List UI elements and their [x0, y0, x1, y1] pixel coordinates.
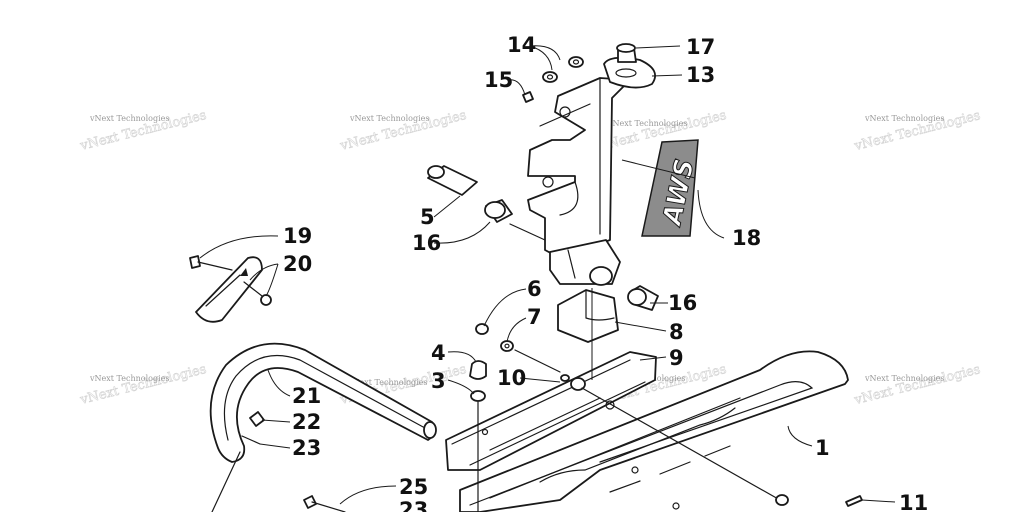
washers-top [522, 56, 591, 127]
callout-10: 10 [497, 366, 526, 390]
watermark-8: vNext Technologies vNext Technologies [852, 362, 983, 409]
callout-7: 7 [527, 305, 542, 329]
watermark-text-4: vNext Technologies [864, 114, 944, 123]
callout-15: 15 [484, 68, 513, 92]
watermark-1: vNext Technologies vNext Technologies [78, 108, 209, 155]
decal-background [641, 139, 699, 237]
watermark-text-2: vNext Technologies [349, 114, 429, 123]
callout-16-lower: 16 [668, 291, 697, 315]
callout-4: 4 [431, 341, 446, 365]
callouts: 14 15 17 13 18 5 16 16 19 20 6 7 8 9 4 3… [283, 33, 928, 512]
callout-21: 21 [292, 384, 321, 408]
callout-11: 11 [899, 491, 928, 512]
callout-3: 3 [431, 369, 446, 393]
callout-17: 17 [686, 35, 715, 59]
bracket-left [189, 255, 272, 323]
callout-23-lower: 23 [399, 498, 428, 512]
callout-5: 5 [420, 205, 435, 229]
watermark-ghost-8: vNext Technologies [852, 362, 982, 408]
saddle-plate [445, 351, 657, 471]
bracket-arrow-icon [240, 268, 248, 276]
ski [459, 350, 849, 512]
callout-9: 9 [669, 346, 684, 370]
callout-14: 14 [507, 33, 536, 57]
watermark-5: vNext Technologies vNext Technologies [78, 362, 209, 409]
aws-decal: AWS [641, 139, 701, 237]
callout-6: 6 [527, 277, 542, 301]
watermark-text-5: vNext Technologies [89, 374, 169, 383]
callout-23-upper: 23 [292, 436, 321, 460]
handle-loop [209, 342, 437, 512]
cap [616, 43, 637, 63]
callout-8: 8 [669, 320, 684, 344]
watermark-4: vNext Technologies vNext Technologies [852, 108, 983, 155]
callout-25: 25 [399, 475, 428, 499]
watermark-text-1: vNext Technologies [89, 114, 169, 123]
hardware-left [469, 360, 487, 512]
bushings [427, 165, 659, 311]
callout-18: 18 [732, 226, 761, 250]
hardware-bottom [303, 495, 863, 512]
watermark-text-8: vNext Technologies [864, 374, 944, 383]
callout-13: 13 [686, 63, 715, 87]
watermark-2: vNext Technologies vNext Technologies [338, 108, 469, 155]
watermark-text-6: vNext Technologies [347, 378, 427, 387]
callout-1: 1 [815, 436, 830, 460]
hardware-center [475, 323, 789, 506]
decal-text: AWS [657, 157, 701, 230]
watermark-text-3: vNext Technologies [607, 119, 687, 128]
callout-20: 20 [283, 252, 312, 276]
damper-block [557, 289, 619, 343]
callout-16-upper: 16 [412, 231, 441, 255]
leader-lines [199, 45, 896, 505]
spindle [527, 56, 656, 285]
callout-22: 22 [292, 410, 321, 434]
watermark-ghost-5: vNext Technologies [78, 362, 208, 408]
callout-19: 19 [283, 224, 312, 248]
